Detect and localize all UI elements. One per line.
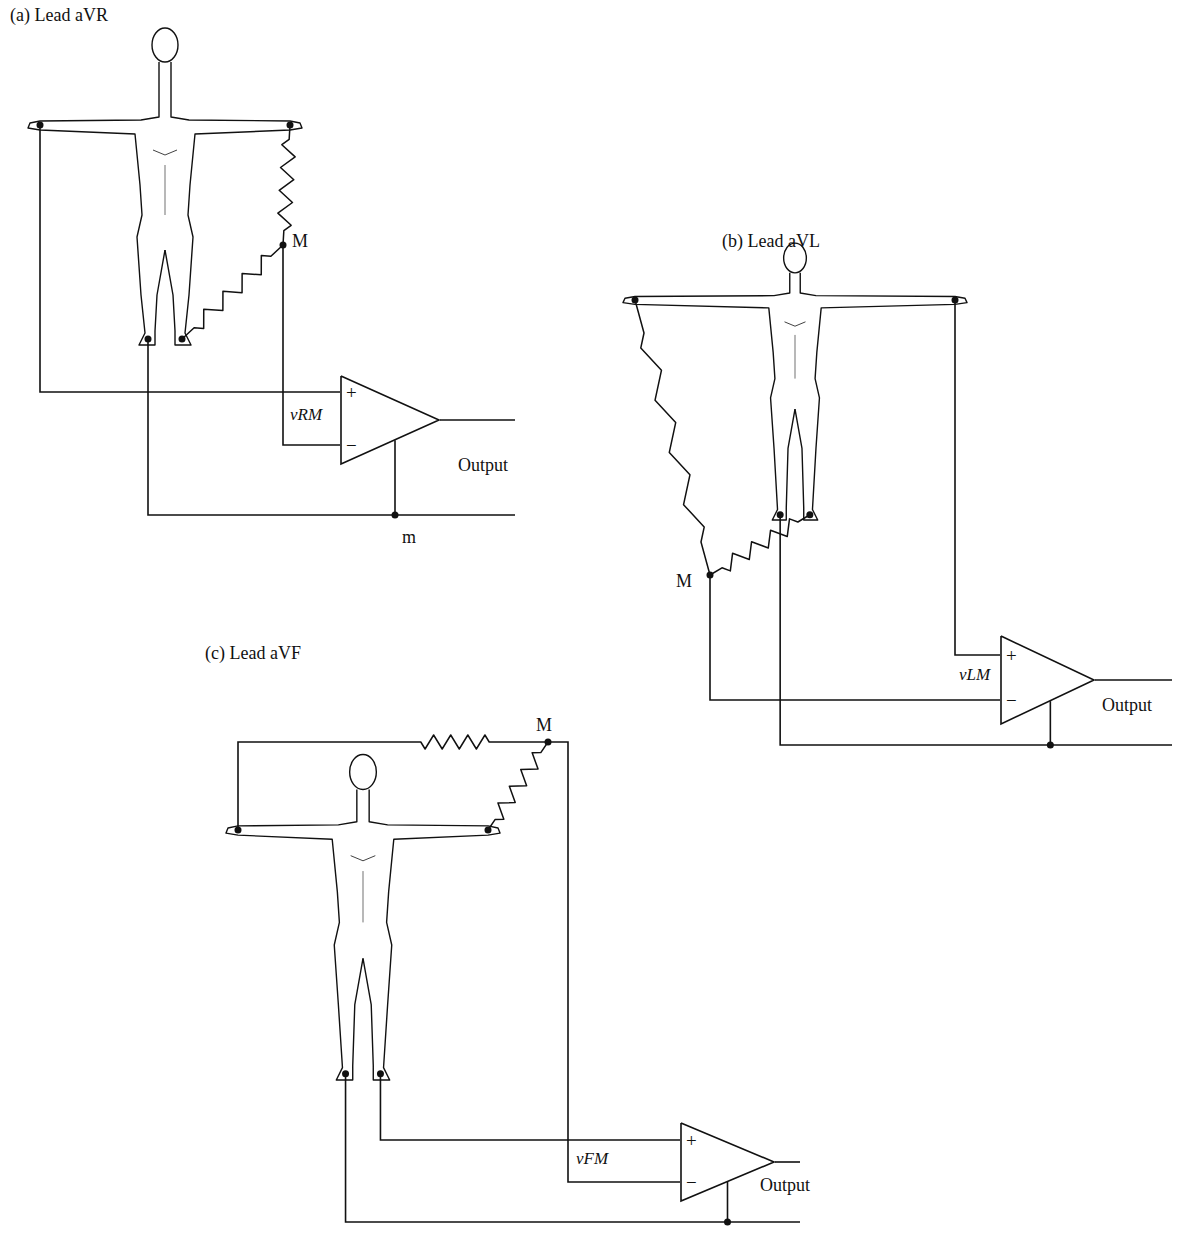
panel-title: (c) Lead aVF: [205, 644, 301, 664]
junction-dot: [235, 827, 242, 834]
junction-dot: [777, 511, 784, 518]
junction-dot: [724, 1219, 731, 1226]
wire: [727, 1182, 729, 1222]
junction-dot: [632, 297, 639, 304]
junction-dot: [287, 122, 294, 129]
op-amp: +−: [1000, 635, 1095, 725]
resistor-symbol: [710, 515, 810, 575]
junction-dot: [1047, 742, 1054, 749]
wire: [380, 1074, 680, 1140]
wire: [148, 339, 515, 515]
wire: [500, 741, 548, 743]
wire: [955, 300, 1000, 655]
resistor-symbol: [182, 245, 283, 339]
output-label: Output: [760, 1176, 810, 1196]
wire: [40, 125, 340, 392]
junction-dot: [392, 512, 399, 519]
node-label: M: [292, 232, 308, 252]
resistor-symbol: [635, 300, 710, 575]
panel-title: (b) Lead aVL: [722, 232, 820, 252]
signal-name: vLM: [959, 666, 990, 685]
junction-dot: [806, 511, 813, 518]
wire: [238, 742, 410, 830]
wire: [440, 419, 515, 421]
junction-dot: [707, 572, 714, 579]
input-polarity: −: [1006, 691, 1017, 710]
resistor-symbol: [410, 735, 500, 749]
panel-title: (a) Lead aVR: [10, 6, 108, 26]
wire: [710, 575, 1000, 700]
junction-dot: [179, 336, 186, 343]
output-label: Output: [458, 456, 508, 476]
human-figure: [623, 243, 967, 520]
wire: [780, 515, 1172, 745]
resistor-symbol: [488, 742, 548, 830]
junction-dot: [342, 1070, 349, 1077]
junction-dot: [545, 739, 552, 746]
node-label: M: [536, 716, 552, 736]
wire: [346, 1074, 800, 1222]
input-polarity: +: [346, 383, 357, 402]
input-polarity: +: [1006, 646, 1017, 665]
ground-label: m: [402, 528, 416, 548]
resistor-symbol: [278, 125, 295, 245]
signal-name: vFM: [576, 1150, 608, 1169]
node-label: M: [676, 572, 692, 592]
wire: [394, 440, 396, 515]
input-polarity: −: [346, 436, 357, 455]
op-amp: +−: [340, 375, 440, 465]
wire: [548, 742, 680, 1182]
junction-dot: [145, 336, 152, 343]
wire: [1050, 701, 1052, 745]
human-figure: [226, 755, 500, 1080]
wire: [283, 245, 340, 445]
junction-dot: [485, 827, 492, 834]
output-label: Output: [1102, 696, 1152, 716]
junction-dot: [377, 1070, 384, 1077]
input-polarity: −: [686, 1173, 697, 1192]
wire: [1095, 679, 1172, 681]
junction-dot: [37, 122, 44, 129]
junction-dot: [952, 297, 959, 304]
signal-name: vRM: [290, 406, 322, 425]
junction-dot: [280, 242, 287, 249]
input-polarity: +: [686, 1131, 697, 1150]
wire: [775, 1161, 800, 1163]
human-figure: [28, 28, 302, 345]
